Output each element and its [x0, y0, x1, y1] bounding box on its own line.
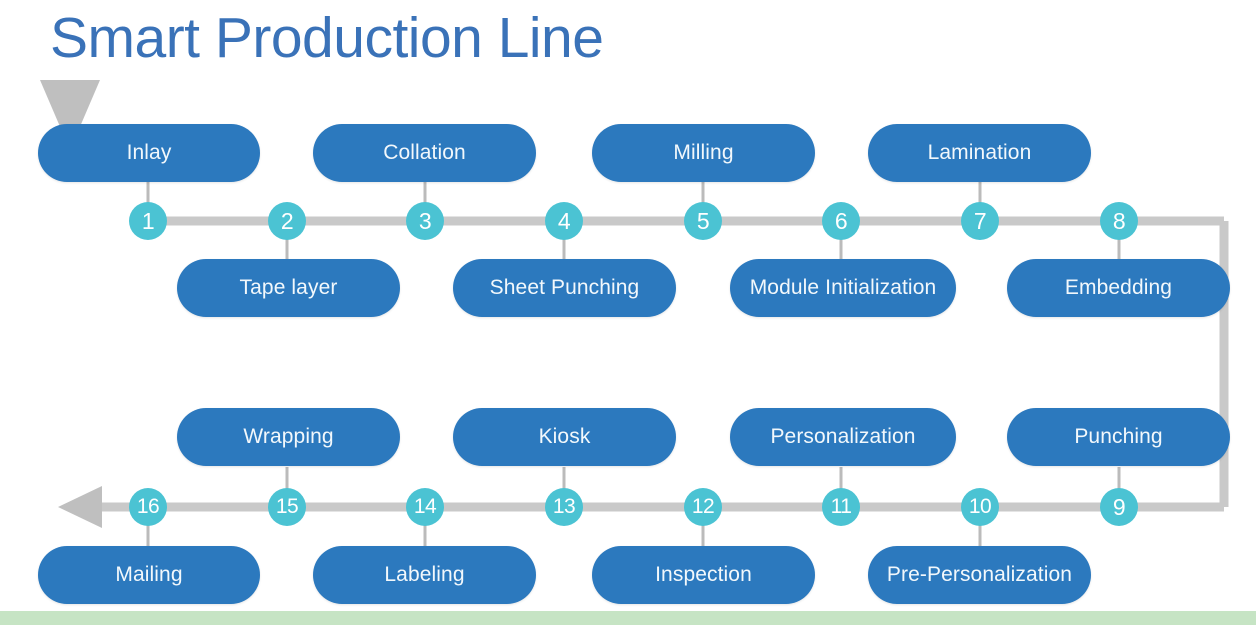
step-node-1[interactable]: 1: [129, 202, 167, 240]
step-node-4[interactable]: 4: [545, 202, 583, 240]
process-box-milling[interactable]: Milling: [592, 124, 815, 182]
step-node-8[interactable]: 8: [1100, 202, 1138, 240]
step-node-14[interactable]: 14: [406, 488, 444, 526]
process-box-mailing[interactable]: Mailing: [38, 546, 260, 604]
step-node-2[interactable]: 2: [268, 202, 306, 240]
step-node-10[interactable]: 10: [961, 488, 999, 526]
process-box-inlay[interactable]: Inlay: [38, 124, 260, 182]
process-box-personalization[interactable]: Personalization: [730, 408, 956, 466]
process-box-embedding[interactable]: Embedding: [1007, 259, 1230, 317]
step-node-3[interactable]: 3: [406, 202, 444, 240]
process-box-punching[interactable]: Punching: [1007, 408, 1230, 466]
arrow-left-icon: [58, 486, 102, 528]
page-title: Smart Production Line: [50, 6, 604, 70]
process-box-inspection[interactable]: Inspection: [592, 546, 815, 604]
step-node-15[interactable]: 15: [268, 488, 306, 526]
process-box-pre-personalization[interactable]: Pre-Personalization: [868, 546, 1091, 604]
step-node-12[interactable]: 12: [684, 488, 722, 526]
process-box-tape-layer[interactable]: Tape layer: [177, 259, 400, 317]
footer-accent-band: [0, 611, 1256, 625]
step-node-6[interactable]: 6: [822, 202, 860, 240]
process-box-kiosk[interactable]: Kiosk: [453, 408, 676, 466]
step-node-7[interactable]: 7: [961, 202, 999, 240]
process-box-wrapping[interactable]: Wrapping: [177, 408, 400, 466]
process-box-labeling[interactable]: Labeling: [313, 546, 536, 604]
step-node-9[interactable]: 9: [1100, 488, 1138, 526]
process-box-lamination[interactable]: Lamination: [868, 124, 1091, 182]
process-box-module-initialization[interactable]: Module Initialization: [730, 259, 956, 317]
step-node-13[interactable]: 13: [545, 488, 583, 526]
process-box-sheet-punching[interactable]: Sheet Punching: [453, 259, 676, 317]
step-node-16[interactable]: 16: [129, 488, 167, 526]
process-box-collation[interactable]: Collation: [313, 124, 536, 182]
step-node-11[interactable]: 11: [822, 488, 860, 526]
step-node-5[interactable]: 5: [684, 202, 722, 240]
